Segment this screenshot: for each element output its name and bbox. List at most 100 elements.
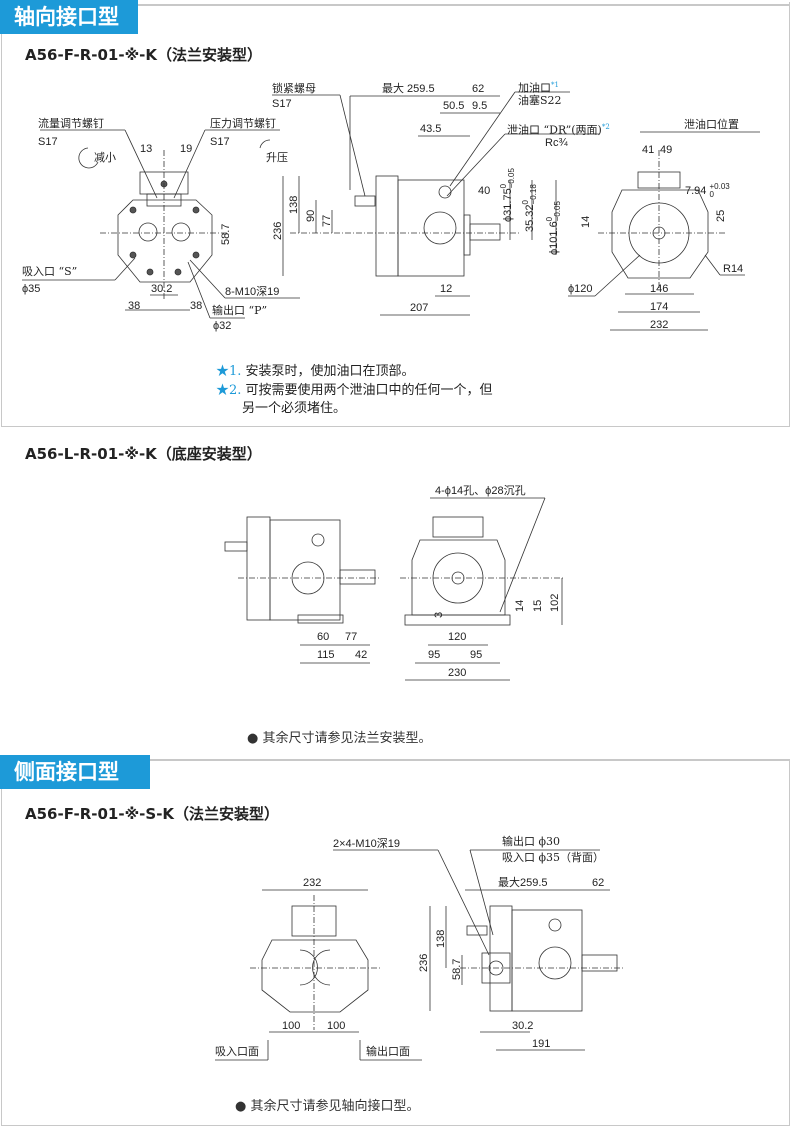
tolerance: 0−0.05: [545, 201, 562, 221]
tol-lower: 0: [709, 190, 714, 199]
model-title: A56-L-R-01-※-K（底座安装型）: [25, 445, 262, 463]
dim: 41: [642, 144, 655, 156]
label: 4-ϕ14孔、ϕ28沉孔: [435, 485, 526, 497]
footnote-2: ★2. 可按需要使用两个泄油口中的任何一个，但: [216, 379, 493, 398]
label: 锁紧螺母: [272, 82, 316, 95]
dim: 最大259.5: [498, 877, 548, 889]
dim: 60: [317, 631, 330, 643]
dim: 19: [180, 143, 193, 155]
reference-note: ● 其余尺寸请参见轴向接口型。: [235, 1099, 420, 1114]
dim: 77: [345, 631, 358, 643]
divider: [0, 759, 790, 761]
dim: 62: [592, 877, 605, 889]
section-header-axial: 轴向接口型: [0, 0, 138, 34]
label: ϕ32: [213, 320, 232, 332]
dim: 40: [478, 185, 491, 197]
dim-value: ϕ101.6: [547, 221, 560, 255]
label: 压力调节螺钉: [210, 117, 276, 130]
label-text: 泄油口 “DR”(两面): [507, 123, 602, 137]
label: 输出口 ϕ30: [502, 835, 560, 848]
dim: 13: [140, 143, 153, 155]
label: 8-M10深19: [225, 286, 280, 298]
dim: 115: [317, 649, 335, 661]
dim: 50.5: [443, 100, 465, 112]
dim: 236: [418, 953, 430, 972]
dim: 146: [650, 283, 669, 295]
dim: 232: [303, 877, 322, 889]
dim: 100: [282, 1020, 301, 1032]
tolerance: 0−0.18: [521, 184, 538, 205]
dim: 58.7: [220, 223, 232, 245]
model-title: A56-F-R-01-※-S-K（法兰安装型）: [25, 805, 280, 823]
tol-upper: +0.03: [709, 182, 730, 191]
dim: 95: [470, 649, 483, 661]
dim: 14: [514, 599, 526, 612]
label: ϕ35: [22, 283, 41, 295]
pump-front-view: [22, 129, 300, 319]
dim: 191: [532, 1038, 551, 1050]
dim: 25: [715, 209, 727, 222]
dim: 最大 259.5: [382, 83, 435, 95]
base-mount-end-view: [400, 497, 565, 681]
dim: R14: [723, 263, 744, 275]
note-text: 安装泵时，使加油口在顶部。: [245, 364, 415, 379]
dim: 77: [321, 214, 333, 227]
dim-value: ϕ31.75: [501, 188, 514, 222]
dim: 236: [272, 221, 284, 240]
label-text: 加油口: [518, 81, 551, 95]
dim: 90: [305, 209, 317, 222]
footnote-mark: *1: [551, 81, 559, 89]
dim: 43.5: [420, 123, 442, 135]
dim: 102: [549, 593, 561, 612]
tol-lower: −0.18: [529, 184, 538, 205]
dim: 12: [440, 283, 453, 295]
dim: 95: [428, 649, 441, 661]
label: S17: [38, 136, 58, 148]
label: S17: [210, 136, 230, 148]
label: 流量调节螺钉: [38, 117, 104, 130]
label: 吸入口 “S”: [22, 265, 78, 278]
dim: 174: [650, 301, 669, 313]
tol-lower: −0.05: [507, 168, 516, 189]
tolerance: 0−0.05: [499, 168, 516, 189]
footnote-mark: *2: [601, 123, 610, 131]
dim: 49: [660, 144, 673, 156]
dim-value: 35.32: [523, 204, 536, 232]
dim: 3: [433, 611, 445, 618]
label: 加油口*1: [518, 79, 559, 95]
label: 油塞S22: [518, 94, 562, 107]
label: 泄油口 “DR”(两面)*2: [507, 121, 610, 137]
label: 吸入口 ϕ35（背面）: [502, 851, 604, 864]
star-icon: ★1.: [216, 364, 242, 379]
dim: 30.2: [512, 1020, 534, 1032]
dim-value: 7.94: [685, 184, 707, 197]
label: 输出口面: [366, 1045, 410, 1058]
dim: 9.5: [472, 100, 488, 112]
pump-side-view: [272, 91, 600, 316]
dim: 100: [327, 1020, 346, 1032]
label: Rc¾: [545, 137, 568, 149]
dim: 38: [190, 300, 203, 312]
pump-end-view: [568, 131, 760, 331]
dim: ϕ101.60−0.05: [545, 201, 562, 255]
divider: [0, 4, 790, 6]
label: 2×4-M10深19: [333, 838, 400, 850]
side-port-front-view: [215, 889, 422, 1061]
dim: 58.7: [451, 958, 463, 980]
dim: 62: [472, 83, 485, 95]
dim: 230: [448, 667, 467, 679]
label: S17: [272, 98, 292, 110]
dim: 35.320−0.18: [521, 184, 538, 232]
side-port-side-view: [333, 849, 625, 1051]
dim: 138: [435, 929, 447, 948]
dim: 138: [288, 195, 300, 214]
dim: 15: [532, 599, 544, 612]
dim: 120: [448, 631, 467, 643]
model-title: A56-F-R-01-※-K（法兰安装型）: [25, 46, 263, 64]
dim: 38: [128, 300, 141, 312]
label: 减小: [94, 151, 116, 164]
dim: 207: [410, 302, 429, 314]
